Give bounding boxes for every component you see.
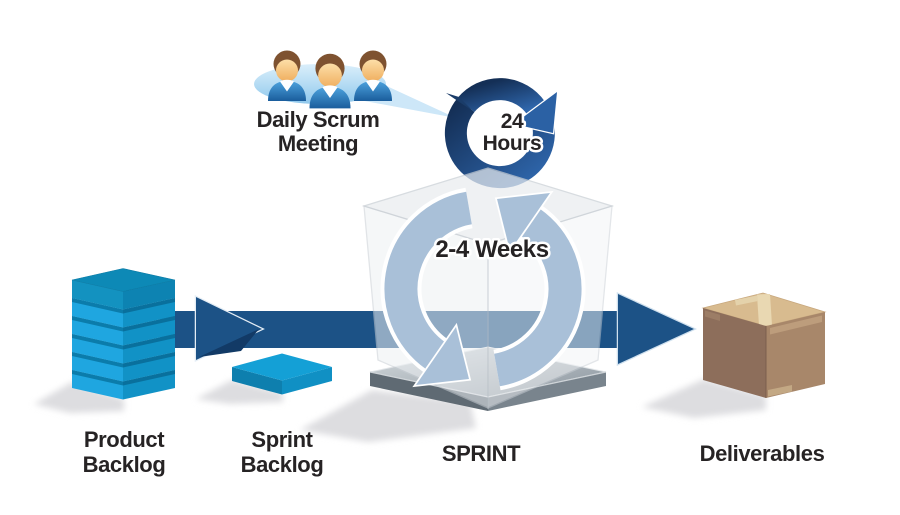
slab-right-face xyxy=(282,367,332,395)
sprint-backlog-slab-icon xyxy=(232,353,332,395)
stack-slab-right xyxy=(123,280,175,310)
daily-cycle-label-line1: 24 xyxy=(501,110,524,133)
box-right-face xyxy=(766,312,825,398)
stack-slab-right xyxy=(123,334,175,364)
sprint-label: SPRINT xyxy=(442,441,521,466)
deliverables-label: Deliverables xyxy=(700,441,825,466)
team-icon xyxy=(268,50,392,109)
box-bottom-tape xyxy=(768,385,792,397)
product-backlog-stack-icon xyxy=(71,268,176,400)
stack-separator xyxy=(72,352,123,368)
stack-slab-left xyxy=(72,316,123,346)
stack-separator xyxy=(72,316,123,332)
sprint-backlog-label-line2: Backlog xyxy=(241,452,324,477)
stack-separator xyxy=(72,370,123,386)
stack-slab-left xyxy=(72,280,123,310)
stack-slab-left xyxy=(72,334,123,364)
stack-separator xyxy=(123,334,175,350)
box-left-tape xyxy=(705,310,720,321)
sprint-backlog-label-line1: Sprint xyxy=(251,427,313,452)
stack-separator xyxy=(72,298,123,314)
product-backlog-label-line1: Product xyxy=(84,427,165,452)
sprint-cycle-label: 2-4 Weeks xyxy=(435,236,548,263)
daily-scrum-label-line1: Daily Scrum xyxy=(257,107,380,132)
captions: Daily Scrum Meeting 24 Hours 2-4 Weeks P… xyxy=(83,107,825,477)
stack-separator xyxy=(72,334,123,350)
daily-scrum-label-line2: Meeting xyxy=(278,131,358,156)
stack-slab-left xyxy=(72,298,123,328)
sprint-cycle-arrow-icon xyxy=(380,187,586,391)
stack-slab-left xyxy=(72,370,123,400)
flow-arrowhead-end xyxy=(616,292,697,366)
stack-slab-right xyxy=(123,316,175,346)
stack-top-face xyxy=(71,268,176,292)
box-right-tape xyxy=(770,315,822,335)
flow-arrowhead-mid-shade xyxy=(199,329,259,357)
stack-separator xyxy=(123,298,175,314)
deliverables-box-icon xyxy=(701,292,827,398)
slab-top-face xyxy=(232,353,332,381)
stack-shadow xyxy=(34,382,124,413)
daily-scrum-group xyxy=(254,50,456,118)
stack-separator xyxy=(123,370,175,386)
box-top-tape xyxy=(757,294,772,326)
sprint-slab-shadow xyxy=(196,380,283,404)
stack-slab-right xyxy=(123,352,175,382)
cycle-arc-left xyxy=(384,191,473,370)
platform-front-left-face xyxy=(370,372,488,411)
slab-left-face xyxy=(232,367,282,395)
daily-cycle-top-arc xyxy=(457,78,546,115)
daily-cycle-tail xyxy=(446,93,474,112)
stack-slab-left xyxy=(72,352,123,382)
platform-shadow xyxy=(300,390,476,442)
daily-cycle-label-line2: Hours xyxy=(483,132,542,155)
daily-cycle-arrowhead xyxy=(511,89,559,135)
box-top-tape-cross xyxy=(735,295,758,306)
stack-slab-right xyxy=(123,298,175,328)
stack-separator xyxy=(123,352,175,368)
cycle-arc-right xyxy=(493,208,582,387)
platform-front-right-face xyxy=(488,372,606,411)
box-left-face xyxy=(703,308,766,398)
cycle-arrowhead-top xyxy=(494,190,554,256)
stack-slab-right xyxy=(123,370,175,400)
stack-separator xyxy=(123,316,175,332)
product-backlog-label-line2: Backlog xyxy=(83,452,166,477)
cycle-arrowhead-bottom xyxy=(412,322,472,388)
